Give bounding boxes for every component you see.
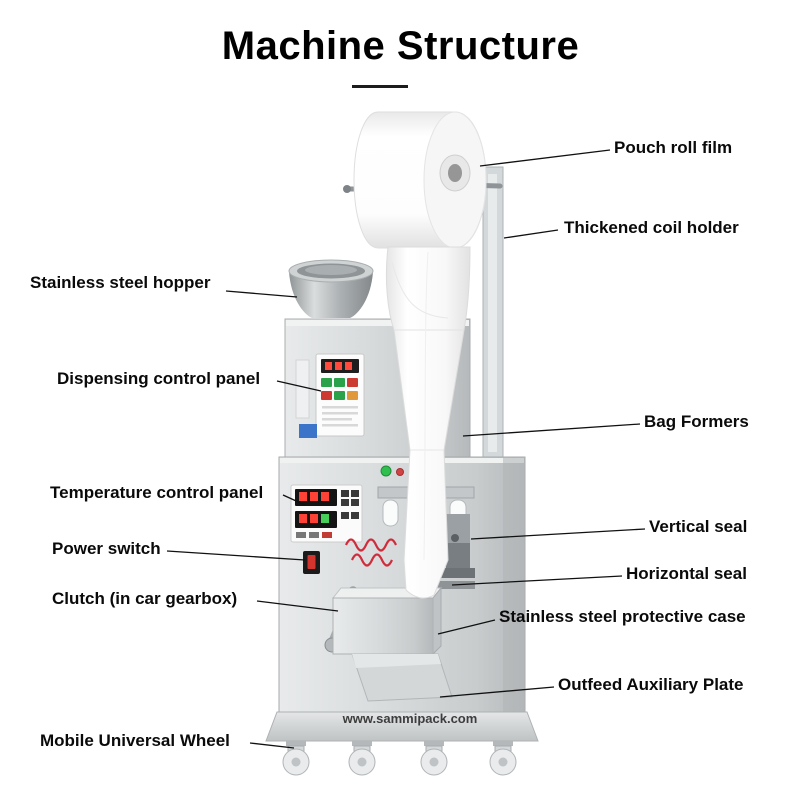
label-vertical-seal: Vertical seal: [649, 517, 748, 536]
page-title: Machine Structure: [221, 24, 580, 68]
temperature-control-panel: [290, 484, 363, 543]
leader-dispensing-control-panel: [276, 380, 322, 392]
leader-horizontal-seal: [451, 575, 623, 586]
leader-mobile-wheel: [249, 742, 295, 749]
caster-wheel: [282, 741, 310, 776]
label-mobile-universal-wheel: Mobile Universal Wheel: [40, 731, 230, 750]
main-cabinet: [278, 456, 526, 713]
label-stainless-steel-hopper: Stainless steel hopper: [30, 273, 211, 292]
label-stainless-steel-protective-case: Stainless steel protective case: [499, 607, 746, 626]
leader-pouch-roll-film: [479, 149, 611, 167]
outfeed-auxiliary-plate: [351, 653, 453, 702]
coil-holder-frame: [482, 166, 504, 460]
leader-vertical-seal: [470, 528, 646, 540]
red-indicator-light: [396, 468, 404, 476]
horizontal-seal-jaws: [428, 568, 475, 589]
caster-wheel: [348, 741, 376, 776]
leader-bag-formers: [462, 423, 641, 437]
leader-clutch: [256, 600, 339, 612]
leader-lines: [166, 149, 646, 749]
label-clutch: Clutch (in car gearbox): [52, 589, 238, 608]
stainless-steel-hopper: [288, 259, 374, 318]
base-frame: [265, 711, 539, 776]
leader-thickened-coil-holder: [503, 229, 559, 239]
film-funnel: [385, 246, 471, 599]
label-temperature-control-panel: Temperature control panel: [50, 483, 264, 502]
label-bag-formers: Bag Formers: [644, 412, 749, 431]
power-cord-coil: [344, 538, 398, 567]
leader-protective-case: [437, 619, 496, 635]
power-switch: [303, 551, 320, 574]
leader-stainless-steel-hopper: [225, 290, 298, 298]
film-web-and-bag-former: [385, 246, 471, 599]
green-indicator-light: [380, 465, 392, 477]
leader-power-switch: [166, 550, 306, 561]
label-thickened-coil-holder: Thickened coil holder: [564, 218, 739, 237]
label-outfeed-auxiliary-plate: Outfeed Auxiliary Plate: [558, 675, 744, 694]
dispensing-control-panel: [315, 353, 365, 437]
caster-wheel: [489, 741, 517, 776]
label-power-switch: Power switch: [52, 539, 161, 558]
leader-outfeed-plate: [439, 686, 555, 698]
title-underline: [352, 85, 408, 88]
side-label-strip: [295, 359, 310, 419]
blue-sticker: [299, 424, 317, 438]
caster-wheel: [420, 741, 448, 776]
film-roll: [353, 111, 487, 249]
label-pouch-roll-film: Pouch roll film: [614, 138, 733, 157]
label-horizontal-seal: Horizontal seal: [626, 564, 747, 583]
leader-temperature-control-panel: [282, 494, 306, 506]
watermark: www.sammipack.com: [342, 711, 478, 726]
label-dispensing-control-panel: Dispensing control panel: [57, 369, 261, 388]
